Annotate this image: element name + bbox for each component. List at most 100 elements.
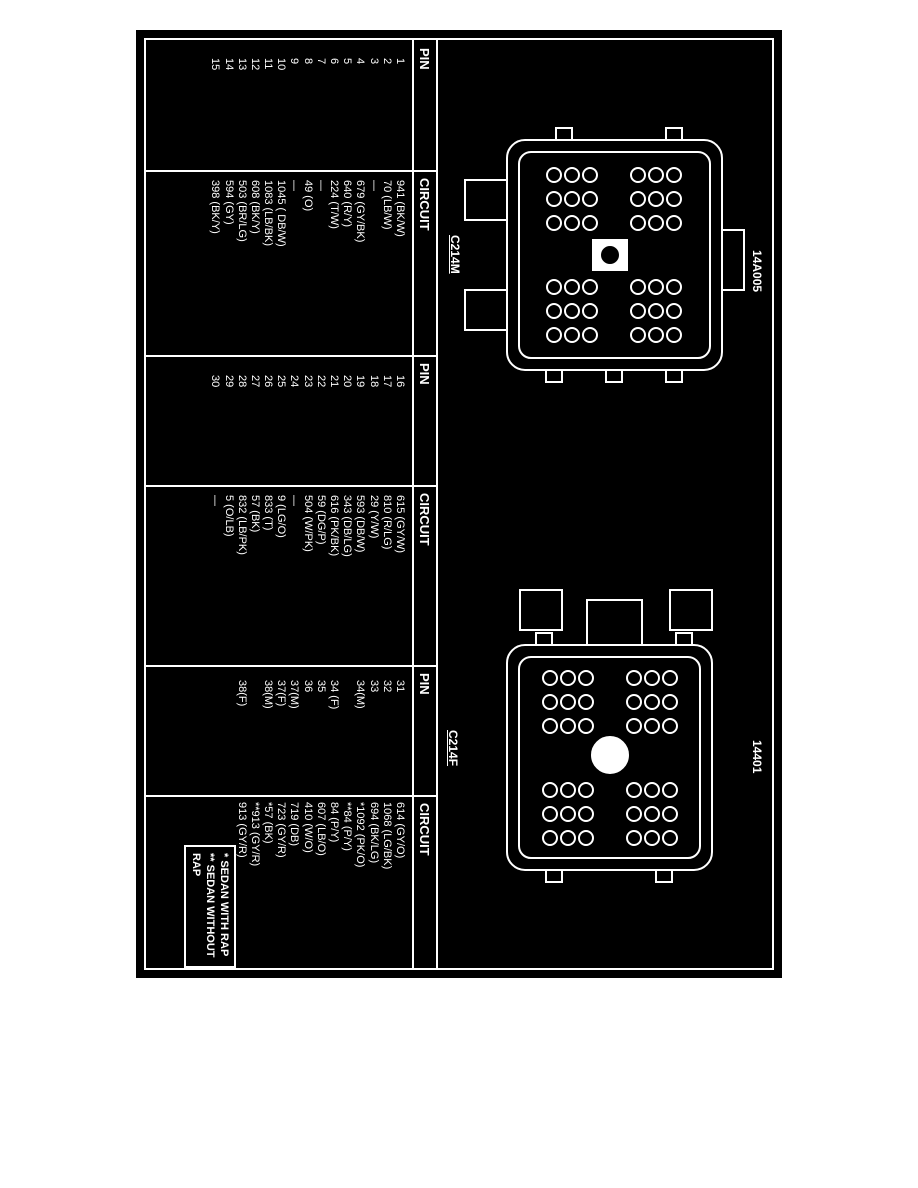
pin-cavity bbox=[564, 191, 580, 207]
table-cell: 1045 ( DB/W) bbox=[275, 180, 288, 247]
table-cell: 13 bbox=[235, 58, 248, 71]
pin-cavity bbox=[662, 830, 678, 846]
table-cell: 832 (LB/PK) bbox=[235, 495, 248, 555]
pin-cavity bbox=[666, 167, 682, 183]
pin-cavity bbox=[648, 279, 664, 295]
header-circuit-1: CIRCUIT bbox=[412, 170, 436, 355]
connector-c214f bbox=[506, 589, 713, 883]
table-cell: *1092 (PK/O) bbox=[354, 802, 367, 868]
table-cell: 36 bbox=[301, 680, 314, 693]
pin-cavity bbox=[546, 279, 562, 295]
table-cell: 614 (GY/O) bbox=[394, 802, 406, 859]
table-cell: 84 (P/Y) bbox=[328, 802, 341, 843]
pin-cavity bbox=[560, 806, 576, 822]
col-divider bbox=[146, 795, 436, 797]
pin-cavity bbox=[644, 806, 660, 822]
pin-cavity bbox=[542, 670, 558, 686]
table-cell: **84 (P/Y) bbox=[341, 802, 354, 851]
pin-cavity bbox=[630, 279, 646, 295]
table-cell: 1068 (LG/BK) bbox=[380, 802, 393, 870]
pin-cavity bbox=[582, 167, 598, 183]
pin-cavity bbox=[582, 303, 598, 319]
table-cell: 24 bbox=[288, 375, 301, 388]
col-divider bbox=[146, 170, 436, 172]
pin-cavity bbox=[546, 167, 562, 183]
table-cell: 57 (BK) bbox=[248, 495, 261, 533]
legend-line-1: * SEDAN WITH RAP bbox=[218, 853, 230, 957]
pin-cavity bbox=[560, 830, 576, 846]
col-divider bbox=[146, 355, 436, 357]
table-cell: 37(F) bbox=[275, 680, 288, 707]
pin-cavity bbox=[546, 327, 562, 343]
table-cell: 941 (BK/W) bbox=[394, 180, 406, 237]
connector-diagram-area: 14A005 C214M 14401 C214F bbox=[436, 40, 772, 968]
table-cell: 608 (BK/Y) bbox=[248, 180, 261, 234]
pin-cavity bbox=[666, 327, 682, 343]
table-cell: 33 bbox=[367, 680, 380, 693]
rotated-content: 14A005 C214M 14401 C214F PIN CIRCUIT PIN… bbox=[136, 30, 782, 978]
table-cell: 70 (LB/W) bbox=[380, 180, 393, 230]
pin-cavity bbox=[582, 215, 598, 231]
table-cell: 7 bbox=[314, 58, 327, 65]
pin-cavity bbox=[626, 806, 642, 822]
table-cell: 343 (DB/LG) bbox=[341, 495, 354, 557]
pin-cavity bbox=[648, 215, 664, 231]
pin-cavity bbox=[648, 327, 664, 343]
pin-cavity bbox=[578, 806, 594, 822]
pin-cavity bbox=[564, 167, 580, 183]
table-cell: 12 bbox=[248, 58, 261, 71]
table-cell: 2 bbox=[380, 58, 393, 65]
pin-cavity bbox=[630, 303, 646, 319]
table-cell: 31 bbox=[394, 680, 406, 693]
c214f-pin-grid bbox=[542, 670, 678, 846]
pin-cavity bbox=[560, 694, 576, 710]
table-cell: 504 (W/PK) bbox=[301, 495, 314, 552]
table-cell: 14 bbox=[222, 58, 235, 71]
table-cell: 694 (BK/LG) bbox=[367, 802, 380, 864]
pin-cavity bbox=[560, 782, 576, 798]
table-cell: 410 (W/O) bbox=[301, 802, 314, 853]
pin-cavity bbox=[626, 718, 642, 734]
pin-cavity bbox=[644, 694, 660, 710]
table-cell: 28 bbox=[235, 375, 248, 388]
pin-cavity bbox=[644, 718, 660, 734]
table-cell: 3 bbox=[367, 58, 380, 65]
table-cell: 18 bbox=[367, 375, 380, 388]
table-cell: 615 (GY/W) bbox=[394, 495, 406, 554]
table-cell: 29 (Y/W) bbox=[367, 495, 380, 539]
legend-box: * SEDAN WITH RAP ** SEDAN WITHOUT RAP bbox=[184, 845, 236, 968]
table-cell: 503 (BR/LG) bbox=[235, 180, 248, 242]
table-cell: 616 (PK/BK) bbox=[328, 495, 341, 557]
table-cell: 913 (GY/R) bbox=[235, 802, 248, 858]
table-cell: 25 bbox=[275, 375, 288, 388]
table-cell: 59 (DG/P) bbox=[314, 495, 327, 545]
pin-cavity bbox=[578, 782, 594, 798]
table-cell: 20 bbox=[341, 375, 354, 388]
pin-cavity bbox=[542, 782, 558, 798]
pin-cavity bbox=[662, 718, 678, 734]
table-cell: 30 bbox=[209, 375, 222, 388]
table-cell bbox=[208, 680, 221, 709]
pin-cavity bbox=[542, 830, 558, 846]
pin-cavity bbox=[626, 694, 642, 710]
table-cell: 810 (R/LG) bbox=[380, 495, 393, 550]
pin-cavity bbox=[626, 782, 642, 798]
circuit-column-1: 941 (BK/W)70 (LB/W)—679 (GY/BK)640 (R/Y)… bbox=[208, 180, 406, 247]
table-cell: 5 (O/LB) bbox=[222, 495, 235, 537]
table-cell: 4 bbox=[354, 58, 367, 65]
pin-cavity bbox=[630, 191, 646, 207]
pin-cavity bbox=[626, 670, 642, 686]
table-cell: 723 (GY/R) bbox=[275, 802, 288, 858]
pin-cavity bbox=[542, 718, 558, 734]
table-cell: *57 (BK) bbox=[262, 802, 275, 844]
table-cell: 37(M) bbox=[288, 680, 301, 709]
pin-cavity bbox=[662, 806, 678, 822]
right-part-number: 14401 bbox=[750, 740, 764, 774]
pin-cavity bbox=[666, 303, 682, 319]
table-cell: — bbox=[314, 180, 327, 191]
col-divider bbox=[146, 665, 436, 667]
pin-cavity bbox=[578, 718, 594, 734]
pin-cavity bbox=[630, 167, 646, 183]
pin-cavity bbox=[560, 718, 576, 734]
